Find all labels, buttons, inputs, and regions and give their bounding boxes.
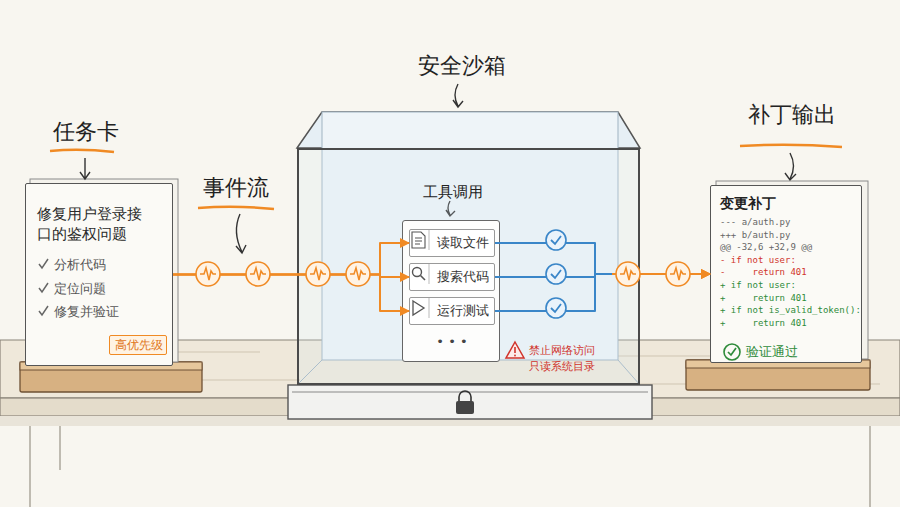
checklist-item: 定位问题 — [54, 281, 106, 298]
search-icon — [413, 268, 422, 277]
flow-connector — [495, 243, 710, 274]
connector-line — [495, 243, 612, 274]
leader-arrow — [453, 84, 463, 107]
sandbox-base — [288, 385, 652, 419]
table-shadow — [0, 416, 900, 426]
glass-top — [297, 112, 640, 148]
code-line: @@ -32,6 +32,9 @@ — [720, 242, 812, 254]
event-pulse — [616, 262, 640, 286]
event-pulse — [196, 262, 220, 286]
connector-line — [173, 243, 409, 275]
table-legs — [30, 416, 870, 507]
code-line: - if not user: — [720, 255, 796, 267]
warning-mark — [514, 347, 516, 353]
wooden-stand — [20, 362, 202, 392]
tool-panel: 工具调用• • •读取文件搜索代码运行测试 — [402, 220, 500, 362]
code-line: + return 401 — [720, 318, 807, 330]
task-title: 修复用户登录接口的鉴权问题 — [37, 205, 153, 244]
warning-dot — [514, 355, 516, 357]
sandbox-heading: 安全沙箱 — [402, 52, 522, 81]
warning-icon — [506, 342, 524, 358]
tool-name: 读取文件 — [437, 235, 489, 252]
flow-connector — [173, 275, 409, 278]
event-pulse — [306, 262, 330, 286]
code-line: --- a/auth.py — [720, 217, 790, 229]
flow-connector — [495, 274, 710, 277]
play-icon — [413, 301, 424, 315]
warning-note: 禁止网络访问 只读系统目录 — [529, 343, 603, 375]
checklist-item: 修复并验证 — [54, 304, 119, 321]
check-circle — [546, 298, 566, 318]
verified-icon — [724, 344, 740, 360]
sandbox-box: 安全沙箱禁止网络访问 只读系统目录工具调用• • •读取文件搜索代码运行测试 — [297, 148, 640, 385]
checklist-tick — [39, 259, 48, 315]
more-dots: • • • — [403, 334, 501, 351]
code-line: - return 401 — [720, 267, 807, 279]
card-heading: 补丁输出 — [737, 101, 847, 130]
leader-arrow — [236, 214, 246, 253]
file-icon — [412, 232, 425, 248]
tool-item: 读取文件 — [409, 229, 495, 257]
leader-arrow — [785, 153, 796, 180]
event-pulse — [246, 262, 270, 286]
tool-name: 运行测试 — [437, 303, 489, 320]
item-divider — [429, 230, 430, 318]
check-circle — [546, 264, 566, 284]
flow-connector — [495, 274, 710, 311]
verified-text: 验证通过 — [746, 344, 798, 361]
event-pulse — [346, 262, 370, 286]
leader-arrow — [80, 158, 90, 179]
verified-tick — [728, 348, 736, 355]
tool-item: 搜索代码 — [409, 263, 495, 291]
priority-tag: 高优先级 — [109, 335, 167, 355]
connector-line — [495, 274, 612, 311]
task-card: 任务卡修复用户登录接口的鉴权问题分析代码定位问题修复并验证高优先级 — [25, 183, 173, 366]
lock-body — [456, 401, 474, 414]
panel-heading: 工具调用 — [398, 183, 508, 203]
base-rim — [292, 392, 648, 393]
wooden-stand — [686, 360, 870, 390]
table-edge — [0, 398, 900, 416]
connector-line — [612, 273, 710, 275]
connector-line — [173, 275, 409, 312]
heading-underline — [198, 207, 274, 209]
code-line: + if not user: — [720, 280, 796, 292]
tool-item: 运行测试 — [409, 297, 495, 325]
search-icon-handle — [421, 276, 426, 281]
check-circle — [546, 230, 566, 250]
patch-card: 补丁输出变更补丁--- a/auth.py+++ b/auth.py@@ -32… — [710, 185, 862, 363]
flow-label: 事件流 — [196, 174, 276, 203]
flow-connector — [173, 275, 409, 312]
connector-line — [612, 273, 710, 275]
tag-text: 高优先级 — [110, 338, 168, 354]
card-heading: 任务卡 — [46, 118, 126, 147]
code-line: + return 401 — [720, 293, 807, 305]
lock-shackle — [459, 391, 471, 401]
flow-connector — [173, 243, 409, 275]
code-line: +++ b/auth.py — [720, 230, 790, 242]
tool-name: 搜索代码 — [437, 269, 489, 286]
connector-line — [495, 274, 612, 277]
checklist-item: 分析代码 — [54, 257, 106, 274]
heading-underline — [50, 150, 114, 152]
heading-underline — [740, 145, 842, 147]
connector-line — [173, 275, 409, 278]
code-line: + if not is_valid_token(): — [720, 305, 861, 317]
connector-line — [612, 273, 710, 275]
patch-title: 变更补丁 — [720, 194, 850, 212]
event-pulse — [666, 262, 690, 286]
